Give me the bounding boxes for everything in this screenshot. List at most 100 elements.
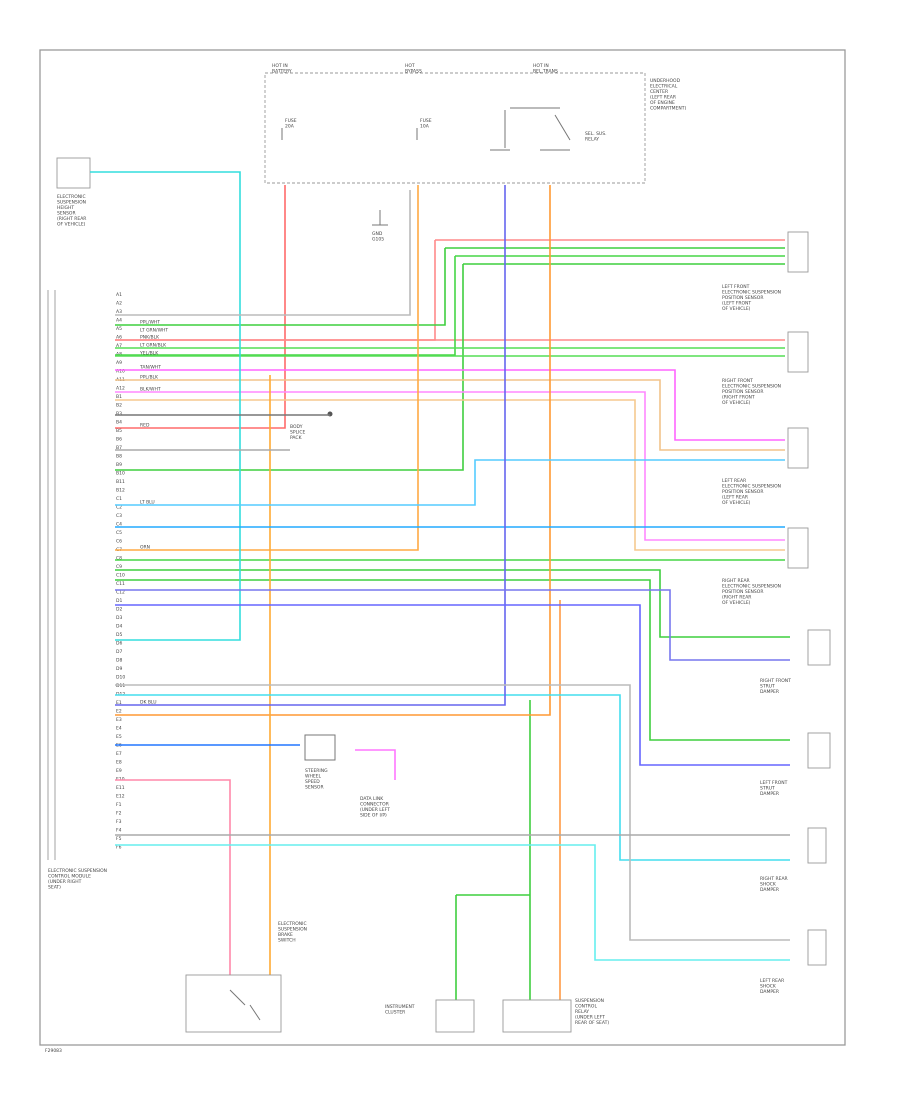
- wire-red-main: [115, 185, 286, 429]
- module-pin-label: E5: [116, 734, 122, 740]
- module-pin-label: F1: [116, 802, 122, 808]
- wire-color-label: DK BLU: [140, 700, 157, 706]
- module-pin-label: D6: [116, 641, 122, 647]
- module-pin-label: C2: [116, 505, 122, 511]
- module-pin-label: D7: [116, 649, 122, 655]
- wire-color-label: ORN: [140, 545, 150, 551]
- module-pin-label: A1: [116, 292, 122, 298]
- module-pin-label: B12: [116, 488, 125, 494]
- module-pin-label: A12: [116, 386, 125, 392]
- module-pin-label: F6: [116, 845, 122, 851]
- wire-tan-2: [115, 399, 785, 551]
- module-pin-label: C1: [116, 496, 122, 502]
- module-pin-label: D11: [116, 683, 125, 689]
- module-pin-label: A3: [116, 309, 122, 315]
- module-pin-label: B9: [116, 462, 122, 468]
- module-pin-label: E2: [116, 709, 122, 715]
- module-pin-label: A2: [116, 301, 122, 307]
- control-module-outline: [47, 290, 56, 860]
- wire-cyan-5: [115, 844, 790, 961]
- module-pin-label: F3: [116, 819, 122, 825]
- wire-green-1: [115, 247, 785, 326]
- ground-symbol: [372, 210, 388, 226]
- underhood-electrical-center: [264, 72, 646, 184]
- module-pin-label: D2: [116, 607, 122, 613]
- module-pin-label: F4: [116, 828, 122, 834]
- module-pin-label: C8: [116, 556, 122, 562]
- wire-color-label: PNK/BLK: [140, 335, 160, 341]
- rr-shock-damper: [807, 827, 827, 864]
- module-pin-label: F2: [116, 811, 122, 817]
- lf-strut-damper: [807, 732, 831, 769]
- wire-gray-1: [115, 190, 411, 316]
- wire-orange-2: [115, 185, 551, 716]
- module-pin-label: F5: [116, 836, 122, 842]
- wire-color-label: LT BLU: [140, 500, 155, 506]
- module-pin-label: D8: [116, 658, 122, 664]
- wire-color-label: BLK/WHT: [140, 387, 161, 393]
- module-pin-label: E12: [116, 794, 125, 800]
- module-pin-label: A5: [116, 326, 122, 332]
- brake-switch-box: [185, 974, 282, 1033]
- rf-position-sensor: [787, 331, 809, 373]
- module-pin-label: B3: [116, 411, 122, 417]
- wire-green-6: [115, 579, 790, 741]
- wire-cyan-1: [90, 171, 241, 641]
- steering-wheel-speed-sensor: [304, 734, 336, 761]
- module-pin-label: A6: [116, 335, 122, 341]
- suspension-relay-box: [502, 999, 572, 1033]
- rf-strut-damper: [807, 629, 831, 666]
- module-pin-label: B11: [116, 479, 125, 485]
- wire-color-label: TAN/WHT: [139, 365, 161, 371]
- module-pin-label: C9: [116, 564, 122, 570]
- wire-cyan-4: [115, 694, 790, 861]
- module-pin-label: E3: [116, 717, 122, 723]
- lr-shock-damper: [807, 929, 827, 966]
- height-sensor-box: [56, 157, 91, 189]
- module-pin-label: E9: [116, 768, 122, 774]
- wire-tan-1: [115, 379, 785, 451]
- module-pin-label: A4: [116, 318, 122, 324]
- wire-color-label: PPL/WHT: [140, 320, 160, 326]
- module-pin-label: B8: [116, 454, 122, 460]
- relay-symbol: [490, 107, 571, 151]
- wire-blue-1: [115, 185, 506, 706]
- figure-code: F29083: [45, 1048, 62, 1054]
- module-pin-label: E11: [116, 785, 125, 791]
- instrument-cluster-box: [435, 999, 475, 1033]
- module-pin-label: C11: [116, 581, 125, 587]
- module-pin-label: D9: [116, 666, 122, 672]
- wire-color-label: RED: [140, 423, 150, 429]
- module-pin-label: B7: [116, 445, 122, 451]
- wire-gray-3: [115, 684, 790, 941]
- wire-blue-2: [115, 589, 790, 661]
- module-pin-label: C10: [116, 573, 125, 579]
- module-pin-label: B6: [116, 437, 122, 443]
- wire-pink-2: [115, 391, 785, 541]
- module-pin-label: E8: [116, 760, 122, 766]
- wire-orange-1: [115, 185, 419, 551]
- module-pin-label: A7: [116, 343, 122, 349]
- module-pin-label: C12: [116, 590, 125, 596]
- relay-label: SEL. SUS.RELAY: [585, 131, 607, 143]
- wire-cyan-2: [115, 459, 785, 506]
- module-pin-labels: A1A2A3A4A5A6A7A8A9A10A11A12B1B2B3B4B5B6B…: [116, 292, 125, 851]
- wire-color-label: LT GRN/BLK: [140, 343, 167, 349]
- wire-pink-3: [115, 779, 231, 975]
- lr-position-sensor: [787, 427, 809, 469]
- wire-green-8: [455, 894, 530, 1000]
